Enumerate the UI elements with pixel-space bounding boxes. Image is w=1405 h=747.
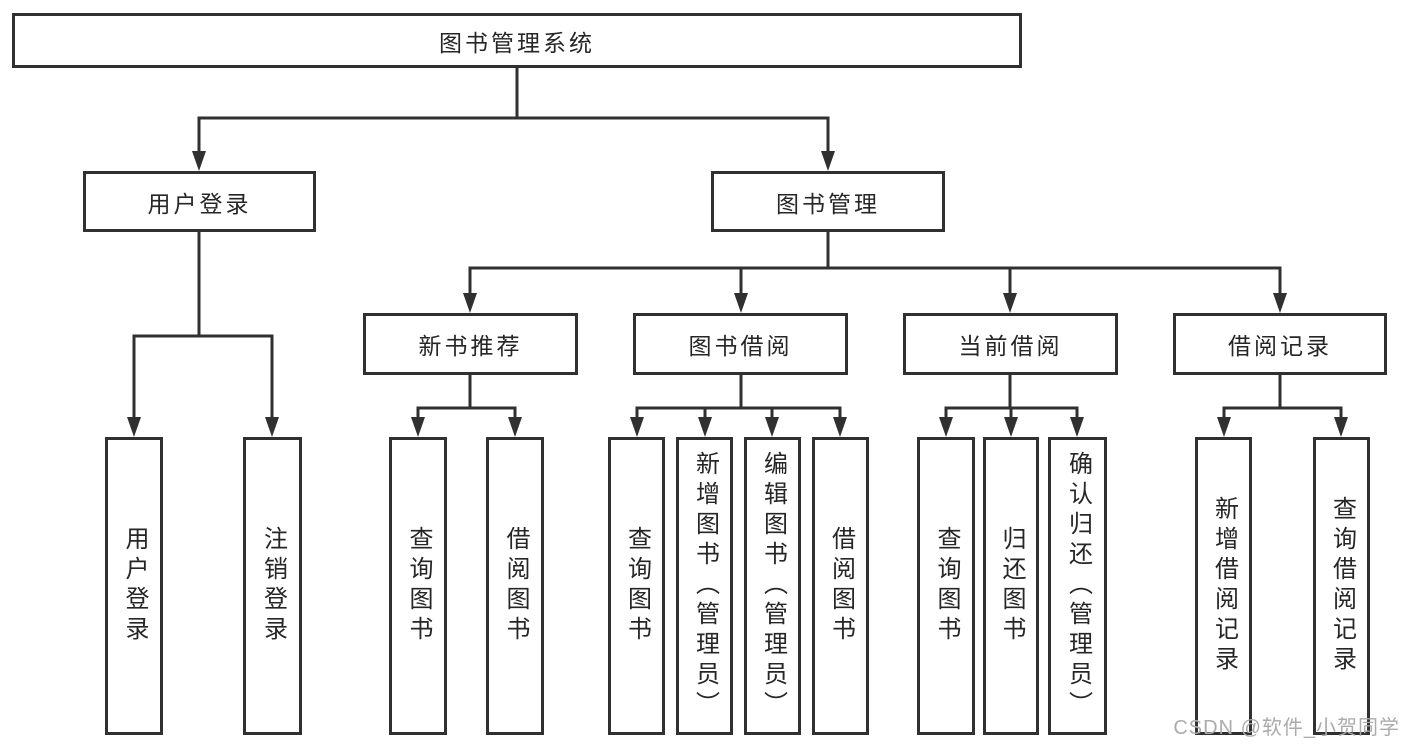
- csdn-watermark: CSDN @软件_小贺同学: [1173, 717, 1400, 739]
- node-bb-query-book: 查询图书: [608, 437, 665, 735]
- edges-book-management-to-level3: [463, 230, 1287, 313]
- node-bb-add-book: 新增图书（管理员）: [676, 437, 733, 735]
- node-root: 图书管理系统: [12, 13, 1022, 68]
- node-new-book-recommend: 新书推荐: [363, 313, 578, 375]
- node-user-login: 用户登录: [105, 437, 163, 735]
- edges-new-book-recommend-children: [411, 373, 522, 437]
- node-nbr-query-book: 查询图书: [389, 437, 447, 735]
- node-book-borrow: 图书借阅: [633, 313, 848, 375]
- node-logout: 注销登录: [243, 437, 302, 735]
- edges-book-borrow-children: [630, 373, 847, 437]
- node-current-borrow: 当前借阅: [903, 313, 1118, 375]
- node-cb-return-book: 归还图书: [983, 437, 1039, 735]
- edges-root-to-level2: [192, 66, 835, 171]
- node-bb-borrow-book: 借阅图书: [812, 437, 869, 735]
- node-cb-confirm-return: 确认归还（管理员）: [1048, 437, 1107, 735]
- node-cb-query-book: 查询图书: [917, 437, 975, 735]
- node-user-login-branch: 用户登录: [83, 171, 316, 232]
- node-bb-edit-book: 编辑图书（管理员）: [744, 437, 801, 735]
- node-br-add-record: 新增借阅记录: [1195, 437, 1252, 735]
- edges-user-login-children: [127, 230, 279, 437]
- node-nbr-borrow-book: 借阅图书: [486, 437, 544, 735]
- edges-current-borrow-children: [939, 373, 1084, 437]
- edges-borrow-records-children: [1217, 373, 1348, 437]
- node-book-management: 图书管理: [711, 171, 945, 232]
- node-borrow-records: 借阅记录: [1173, 313, 1387, 375]
- node-br-query-record: 查询借阅记录: [1313, 437, 1370, 735]
